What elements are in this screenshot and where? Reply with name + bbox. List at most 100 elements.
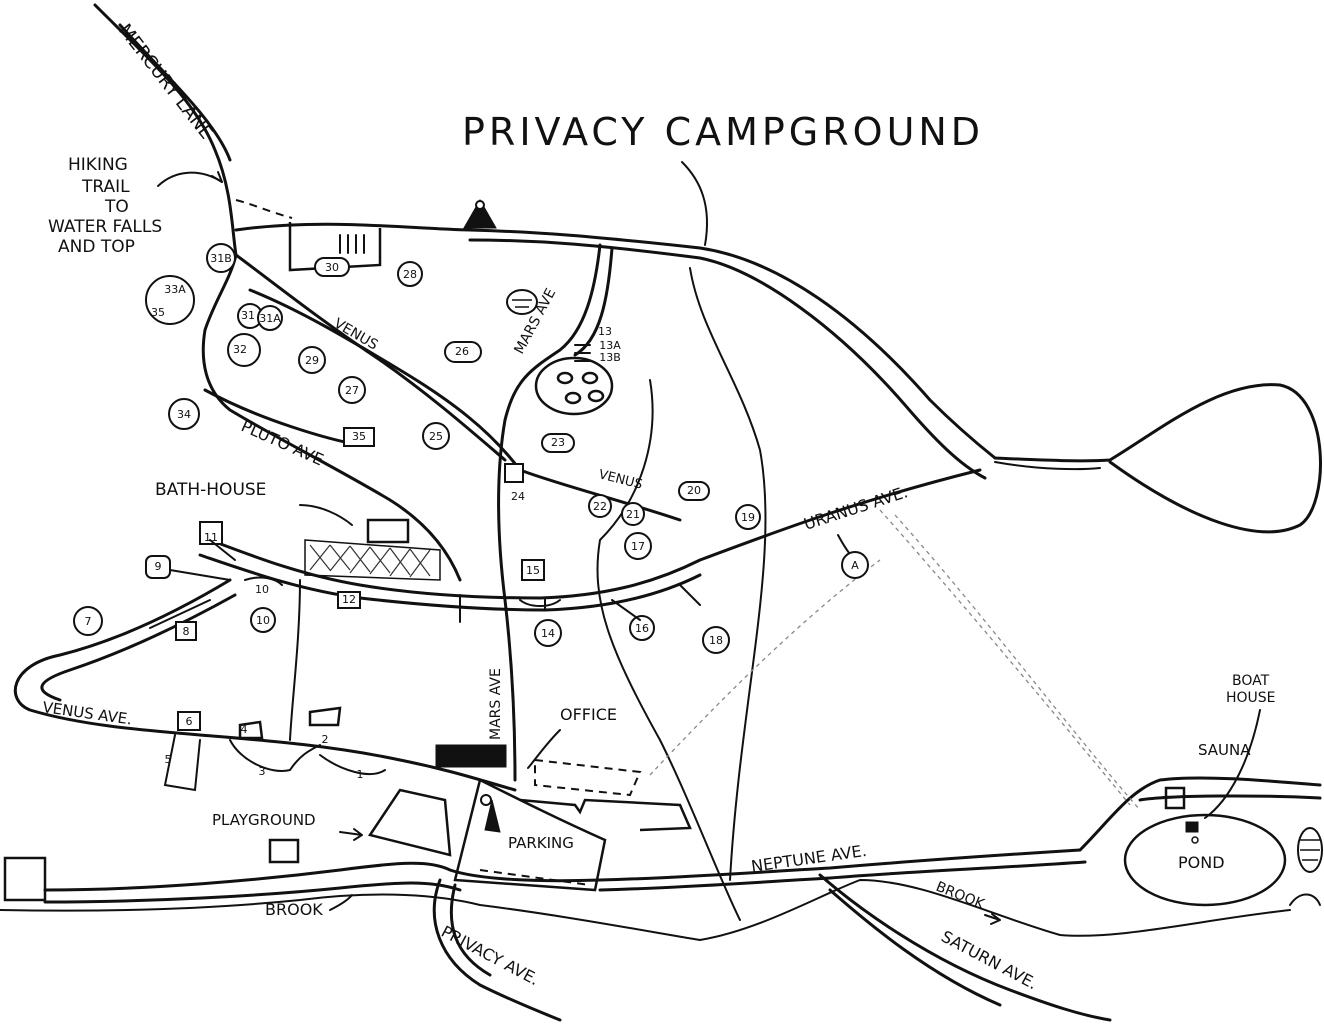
svg-text:23: 23 [551,436,565,449]
site-12[interactable]: 12 [337,591,361,609]
svg-text:10: 10 [256,614,270,627]
svg-text:A: A [851,559,859,572]
site-18[interactable]: 18 [702,626,730,654]
site-35-box[interactable]: 35 [343,427,375,447]
hiking-label-1: HIKING [68,155,128,175]
svg-text:25: 25 [429,430,443,443]
svg-text:13: 13 [598,325,612,338]
site-5[interactable]: 5 [165,753,172,766]
office-label: OFFICE [560,705,617,724]
title-leader-line [681,161,709,246]
site-10a[interactable]: 10 [255,583,269,596]
pond-label: POND [1178,853,1225,872]
svg-text:5: 5 [165,753,172,766]
svg-text:17: 17 [631,540,645,553]
site-1[interactable]: 1 [357,768,364,781]
venus-mid-label: VENUS [597,467,644,492]
boat-house-label-1: BOAT [1232,673,1270,689]
saturn-ave-road [818,873,1112,1022]
boat-house [1185,821,1199,833]
west-loop [201,253,462,582]
svg-text:15: 15 [526,564,540,577]
site-20[interactable]: 20 [678,481,710,501]
svg-text:33A: 33A [164,283,186,296]
site-21[interactable]: 21 [621,502,645,526]
venus-ave-road [13,578,517,792]
site-31[interactable]: 31 [237,303,263,329]
site-6[interactable]: 6 [177,711,201,731]
svg-text:31: 31 [241,309,255,322]
privacy-ave-label: PRIVACY AVE. [438,922,542,989]
site-24[interactable]: 24 [504,463,525,503]
site-13[interactable]: 13 [598,325,612,338]
site-28[interactable]: 28 [397,261,423,287]
svg-text:11: 11 [204,531,218,544]
svg-text:29: 29 [305,354,319,367]
site-a[interactable]: A [841,551,869,579]
mars-ave-road [497,243,602,782]
site-2[interactable]: 2 [322,733,329,746]
svg-text:21: 21 [626,508,640,521]
svg-text:32: 32 [233,343,247,356]
east-loop [993,383,1322,534]
brook-line [0,893,701,941]
site-33a[interactable]: 33A [145,275,195,325]
hiking-label-5: AND TOP [58,237,135,257]
site-31a[interactable]: 31A [257,305,283,331]
site-30[interactable]: 30 [314,257,350,277]
hiking-label-3: TO [104,197,129,217]
campsite-markers: 30 28 31B 33A 35 31 31A 32 29 26 27 25 3… [73,243,869,781]
site-13b[interactable]: 13B [599,351,621,364]
mercury-lane-label: MERCURY LANE [114,20,217,143]
site-27[interactable]: 27 [338,376,366,404]
svg-text:35: 35 [151,306,165,319]
svg-text:6: 6 [186,715,193,728]
svg-text:3: 3 [259,765,266,778]
site-19[interactable]: 19 [735,504,761,530]
brook-right-label: BROOK [934,879,988,913]
site-17[interactable]: 17 [624,532,652,560]
svg-text:18: 18 [709,634,723,647]
site-9[interactable]: 9 [145,555,171,579]
svg-text:14: 14 [541,627,555,640]
site-7[interactable]: 7 [73,606,103,636]
site-26[interactable]: 26 [444,341,482,363]
svg-text:28: 28 [403,268,417,281]
site-29[interactable]: 29 [298,346,326,374]
central-loop [534,356,614,416]
hiking-label-4: WATER FALLS [48,217,162,237]
site-35[interactable]: 35 [151,306,165,319]
svg-text:9: 9 [155,560,162,573]
svg-text:7: 7 [85,615,92,628]
bath-house [366,518,410,544]
svg-text:8: 8 [183,625,190,638]
lookout-icon [463,198,497,229]
site-14[interactable]: 14 [534,619,562,647]
site-32[interactable]: 32 [227,333,261,367]
neptune-ave-road [43,848,1082,892]
site-8[interactable]: 8 [175,621,197,641]
site-13a[interactable]: 13A [599,339,621,352]
site-16[interactable]: 16 [629,615,655,641]
site-34[interactable]: 34 [168,398,200,430]
hiking-label-2: TRAIL [81,177,130,197]
svg-text:22: 22 [593,500,607,513]
parking-area [453,778,607,892]
svg-text:20: 20 [687,484,701,497]
site-25[interactable]: 25 [422,422,450,450]
office-building [435,744,507,768]
site-23[interactable]: 23 [541,433,575,453]
playground-area [367,788,452,857]
svg-text:13A: 13A [599,339,621,352]
site-3[interactable]: 3 [259,765,266,778]
site-22[interactable]: 22 [588,494,612,518]
site-31b[interactable]: 31B [206,243,236,273]
mercury-lane-road [93,3,238,257]
site-11[interactable]: 11 [199,521,223,545]
site-4[interactable]: 4 [241,723,248,736]
site-10b[interactable]: 10 [250,607,276,633]
site-15[interactable]: 15 [521,559,545,581]
svg-text:31A: 31A [259,312,281,325]
tree-icon [506,289,538,315]
